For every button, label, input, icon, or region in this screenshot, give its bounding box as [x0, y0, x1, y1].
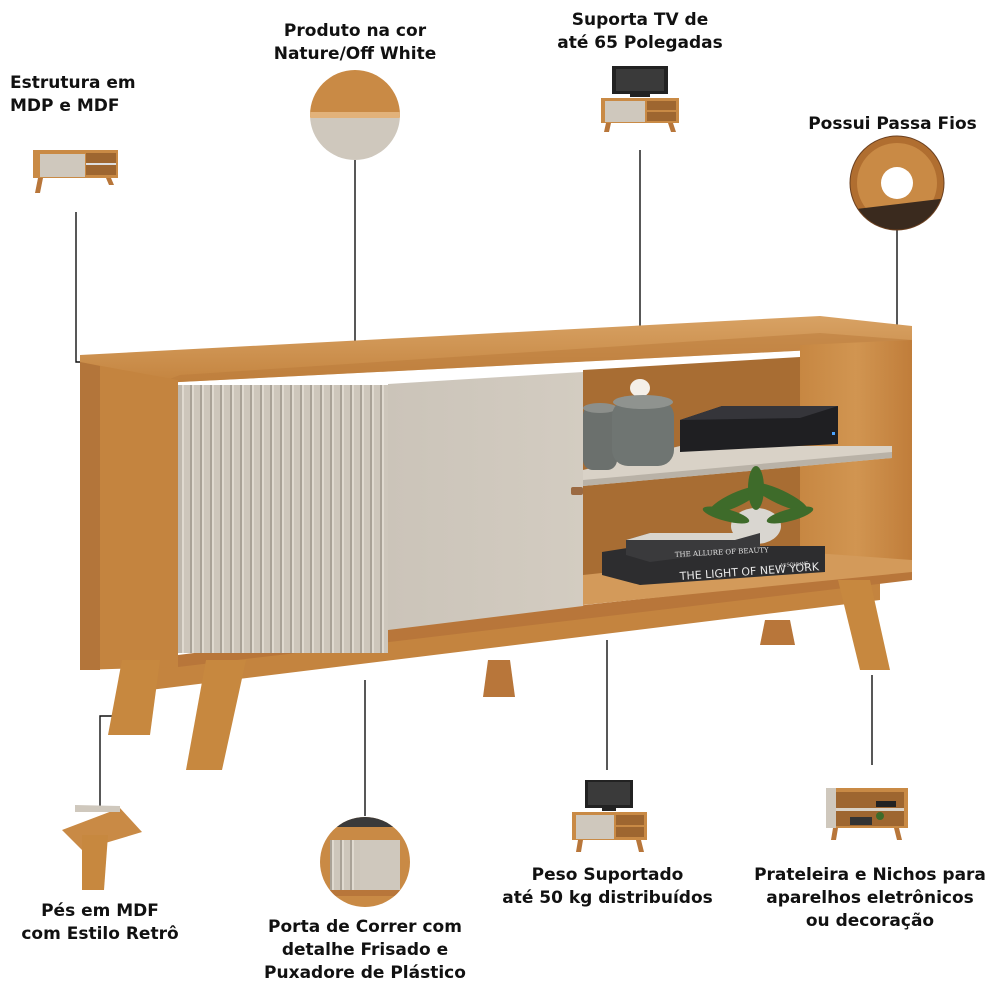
main-rack: THE LIGHT OF NEW YORK ASSOULINE THE ALLU…: [80, 316, 912, 770]
book-bottom-publisher: ASSOULINE: [780, 561, 809, 569]
label-produto-line2: Nature/Off White: [273, 44, 437, 64]
leg-back-right: [760, 620, 795, 645]
label-pes-line2: com Estilo Retrô: [21, 924, 179, 944]
label-produto-line1: Produto na cor: [283, 21, 427, 41]
bottom-shelf: [583, 552, 912, 605]
label-passa-fios: Possui Passa Fios: [790, 113, 995, 136]
label-peso: Peso Suportado até 50 kg distribuídos: [495, 864, 720, 910]
label-prateleira-line3: ou decoração: [805, 911, 935, 931]
book-top: [626, 533, 760, 562]
vase-2: [612, 400, 674, 466]
label-peso-line2: até 50 kg distribuídos: [502, 888, 713, 908]
label-passa-fios-line1: Possui Passa Fios: [808, 114, 977, 134]
thumb-porta: [320, 817, 410, 907]
leg-front-center: [186, 660, 246, 770]
thumb-passa-fios: [850, 136, 944, 230]
door-handle: [571, 487, 583, 495]
label-suporta-tv: Suporta TV de até 65 Polegadas: [530, 9, 750, 55]
callout-line-estrutura: [75, 212, 85, 363]
side-left: [80, 362, 178, 670]
label-estrutura-line2: MDP e MDF: [10, 96, 120, 116]
label-estrutura: Estrutura em MDP e MDF: [10, 72, 160, 118]
label-pes: Pés em MDF com Estilo Retrô: [5, 900, 195, 946]
leg-front-left: [108, 660, 160, 735]
vase-1: [583, 405, 617, 470]
label-pes-line1: Pés em MDF: [41, 901, 159, 921]
plant-leaves: [702, 466, 814, 524]
thumb-estrutura: [33, 150, 118, 193]
label-suporta-tv-line2: até 65 Polegadas: [557, 33, 723, 53]
thumb-color-swatch: [310, 70, 400, 160]
door-plain: [388, 372, 583, 630]
top-surface: [80, 316, 912, 383]
leg-back-center: [483, 660, 515, 697]
label-porta: Porta de Correr com detalhe Frisado e Pu…: [250, 916, 480, 985]
label-prateleira-line1: Prateleira e Nichos para: [754, 865, 986, 885]
label-suporta-tv-line1: Suporta TV de: [571, 10, 709, 30]
label-peso-line1: Peso Suportado: [531, 865, 684, 885]
thumb-pes: [62, 805, 142, 890]
label-prateleira-line2: aparelhos eletrônicos: [766, 888, 974, 908]
thumb-tv: [601, 66, 679, 132]
label-porta-line2: detalhe Frisado e: [281, 940, 449, 960]
thumb-peso: [572, 780, 647, 852]
label-porta-line3: Puxadore de Plástico: [264, 963, 466, 983]
label-estrutura-line1: Estrutura em: [10, 73, 136, 93]
door-fluted: [178, 385, 388, 653]
cable-hole: [630, 379, 650, 397]
thumb-prateleira: [826, 788, 908, 840]
label-prateleira: Prateleira e Nichos para aparelhos eletr…: [745, 864, 995, 933]
leg-front-right: [838, 580, 890, 670]
label-porta-line1: Porta de Correr com: [268, 917, 462, 937]
label-produto: Produto na cor Nature/Off White: [255, 20, 455, 66]
callout-lines: [75, 150, 898, 816]
